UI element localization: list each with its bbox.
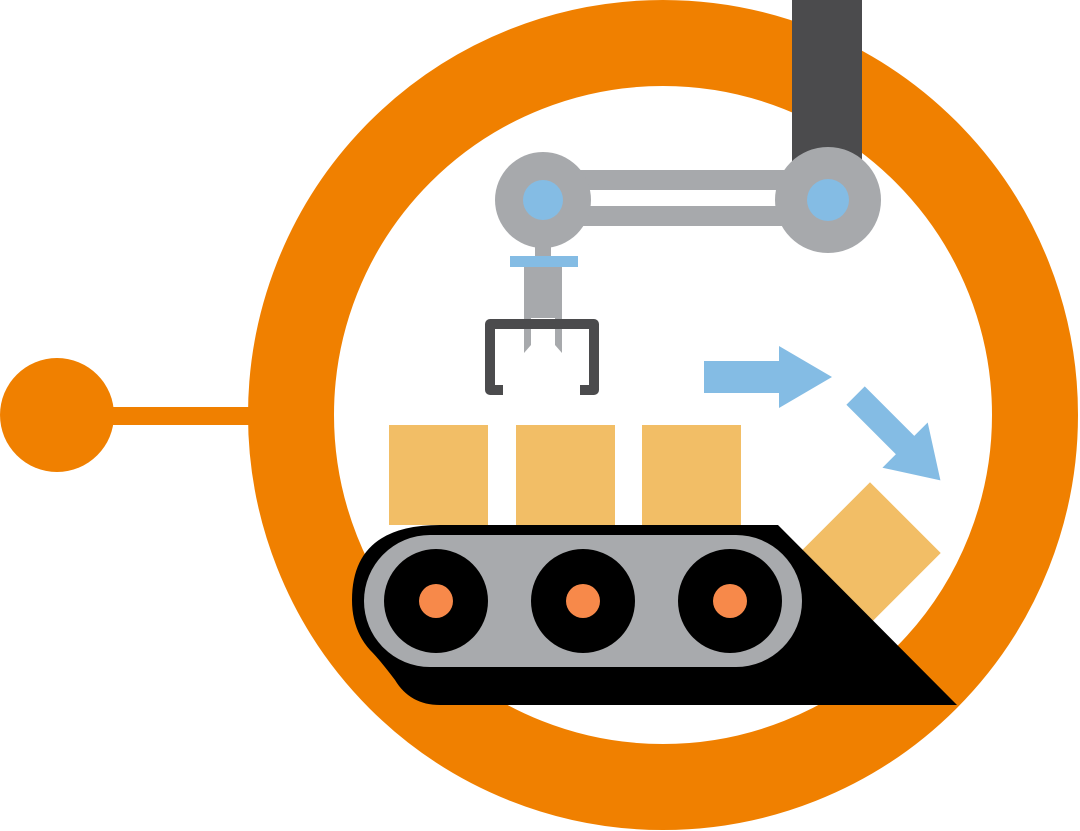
conveyor-belt-icon [352, 525, 957, 705]
arm-bottom-bar [545, 206, 830, 226]
connector-node-icon [0, 358, 260, 472]
cardboard-box-icon [389, 425, 488, 525]
arm-top-bar [545, 170, 830, 190]
arm-left-joint-hub [523, 180, 563, 220]
direction-arrow-icon [846, 386, 941, 481]
gripper-fingers [524, 267, 562, 353]
orange-ring-icon [248, 0, 1078, 830]
cardboard-box-icon [642, 425, 741, 525]
wrist-band [510, 256, 578, 267]
arm-right-joint-hub [807, 179, 849, 221]
robotic-arm-icon [495, 0, 881, 267]
connector-line [100, 407, 260, 425]
box-row [389, 425, 741, 525]
gripper-jaws [485, 319, 599, 395]
connector-dot [0, 358, 114, 472]
roller-middle-hub [566, 584, 600, 618]
gripper-claw-icon [485, 267, 599, 395]
direction-arrow-icon [704, 346, 832, 408]
roller-left-hub [419, 584, 453, 618]
diagonal-arrow [846, 386, 941, 481]
cardboard-box-icon [516, 425, 615, 525]
wrist-neck [535, 240, 551, 258]
roller-right-hub [713, 584, 747, 618]
